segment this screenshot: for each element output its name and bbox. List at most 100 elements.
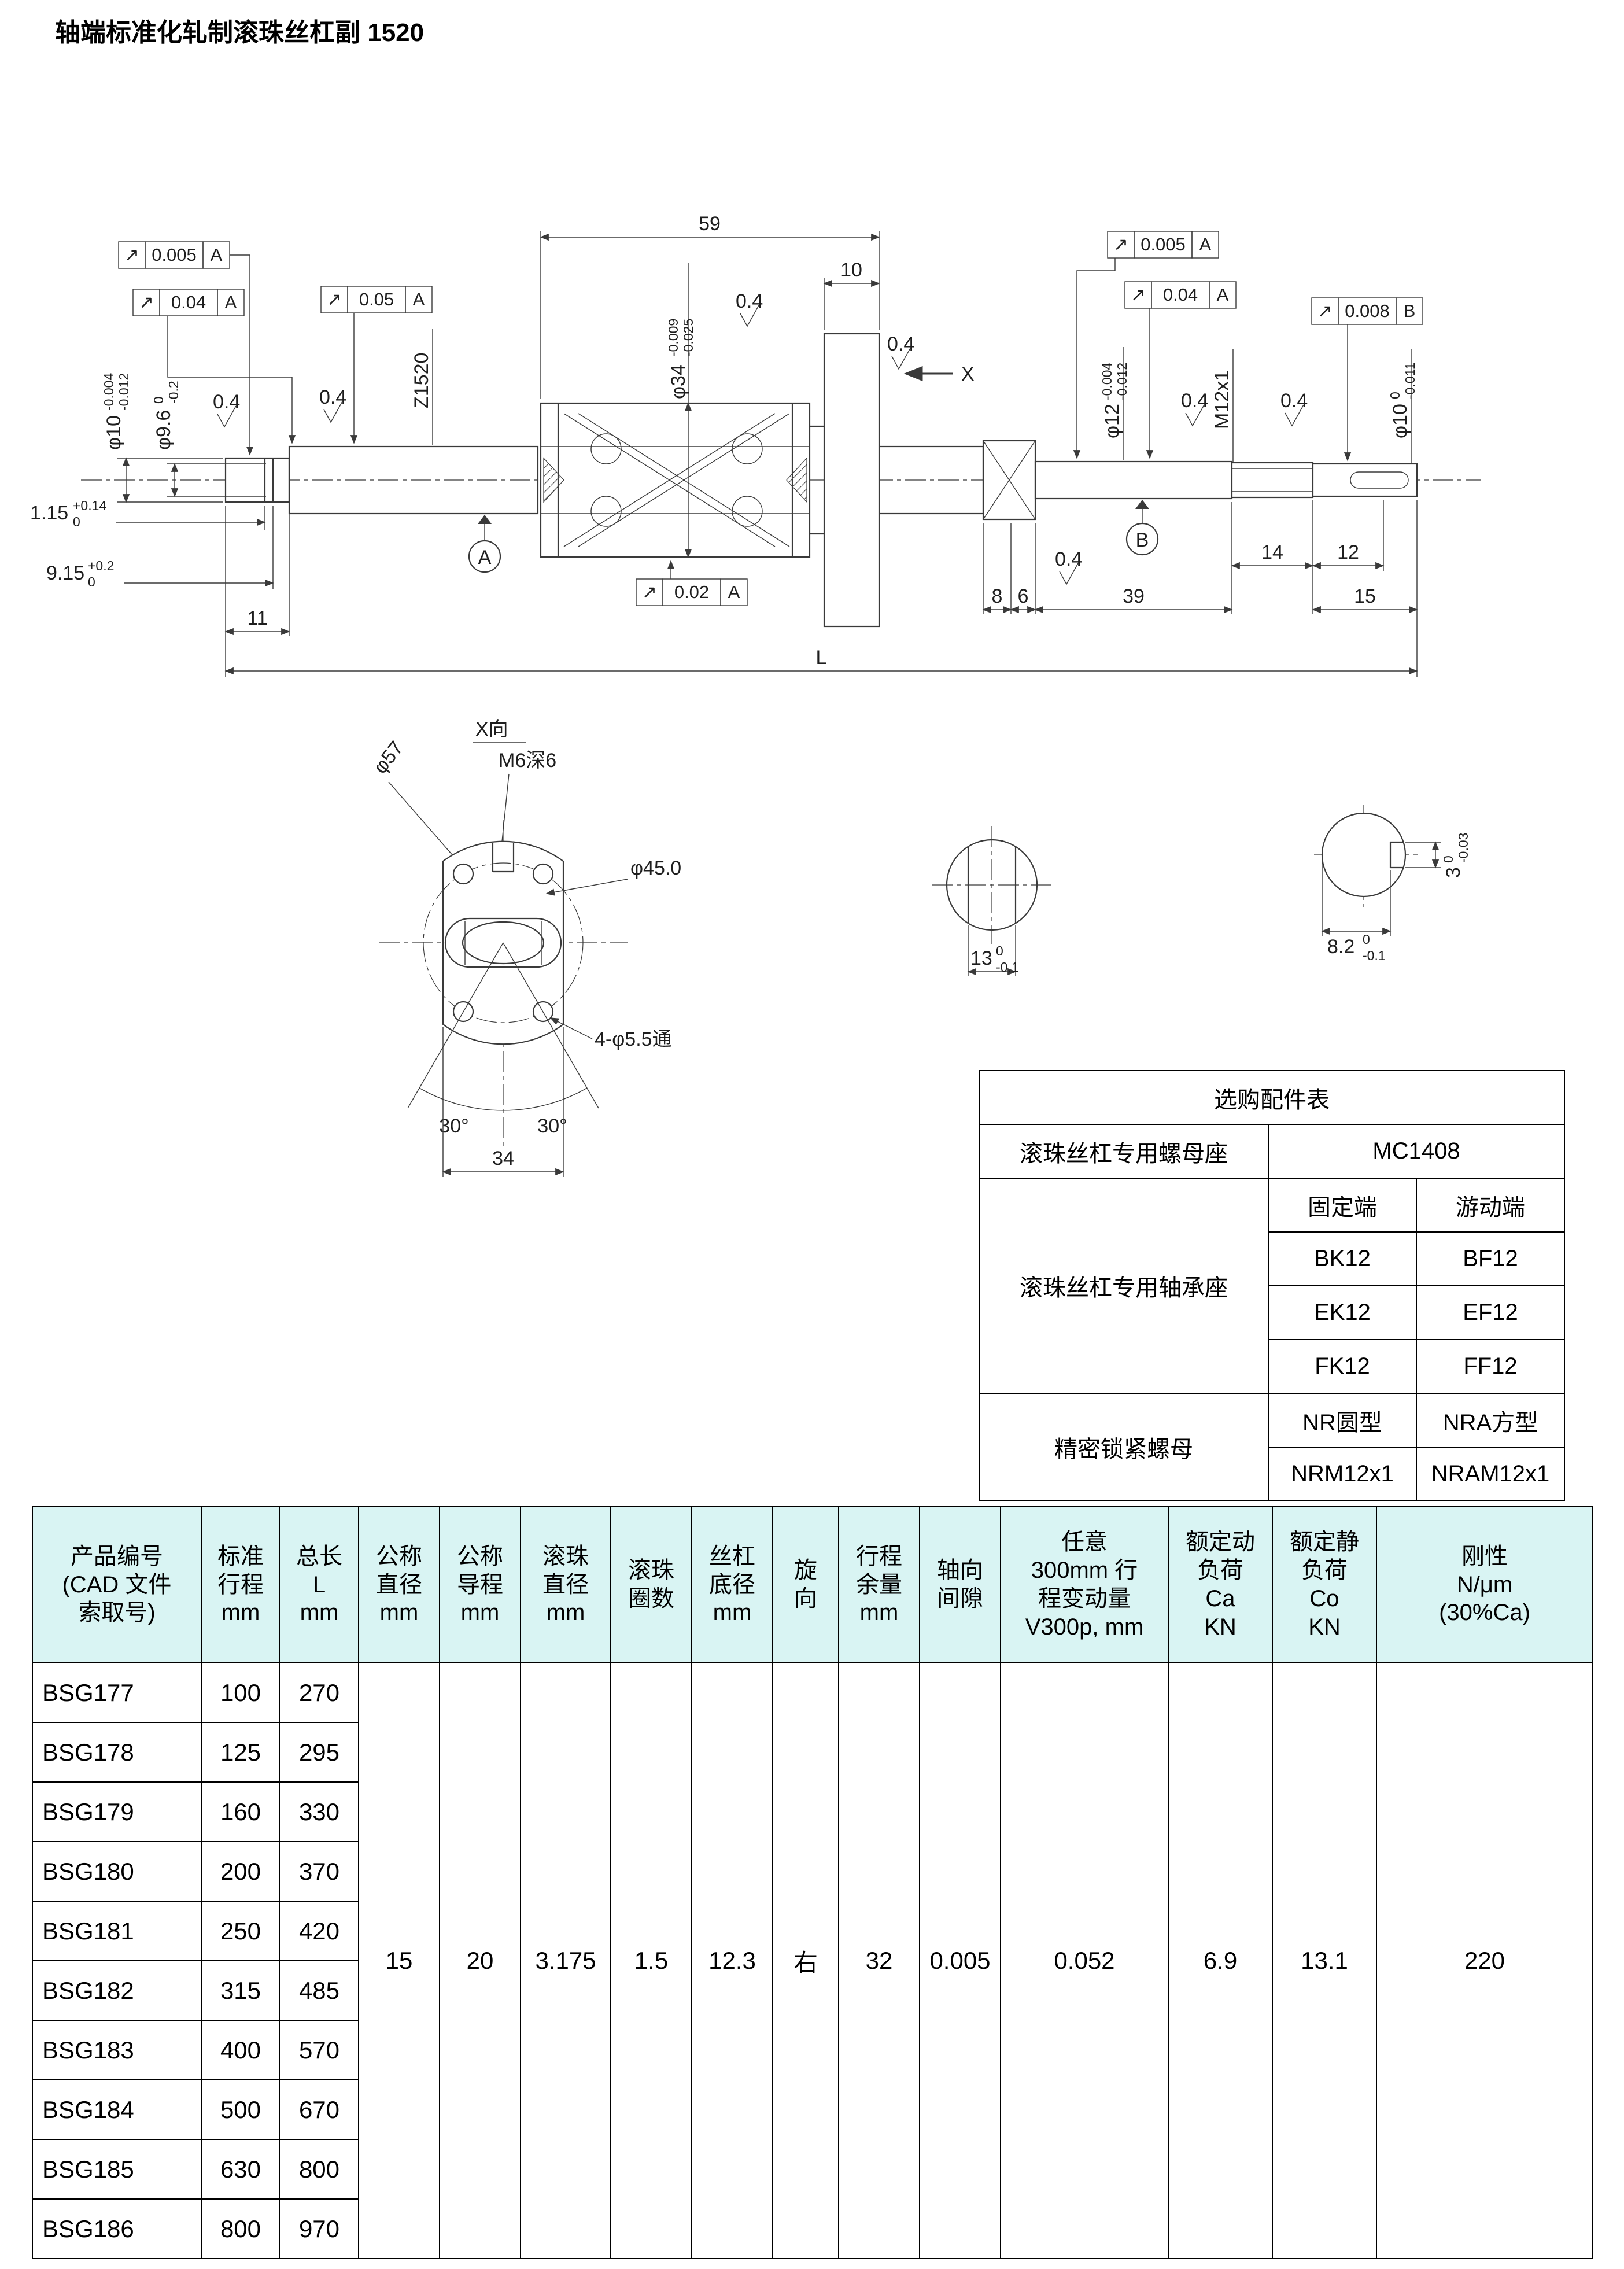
dim-12: 12 (1337, 541, 1359, 563)
length-value: 420 (279, 1901, 359, 1961)
dim-left-journal-dia: φ10 -0.004 -0.012 (101, 373, 131, 450)
svg-text:3: 3 (1442, 867, 1464, 878)
dim-left-journal-length: 11 (247, 607, 267, 629)
svg-text:0.005: 0.005 (1141, 234, 1186, 254)
stroke-value: 125 (201, 1722, 280, 1783)
left-journal (224, 457, 290, 503)
svg-text:φ9.6: φ9.6 (153, 410, 175, 450)
dim-bearing-journal-dia: φ12 -0.004 -0.012 (1099, 363, 1130, 438)
col-v300p: 任意 300mm 行 程变动量 V300p, mm (1000, 1506, 1169, 1663)
label-outer-dia: φ57 (369, 737, 408, 778)
svg-text:A: A (211, 245, 223, 265)
svg-text:+0.14: +0.14 (73, 498, 106, 513)
bearing-seat-label: 滚珠丝杠专用轴承座 (979, 1178, 1269, 1394)
svg-text:0: 0 (88, 574, 95, 589)
dim-8: 8 (992, 585, 1003, 607)
product-table: 产品编号 (CAD 文件 索取号) 标准 行程 mm 总长 L mm 公称 直径… (32, 1506, 1593, 2259)
shared-nominal-lead: 20 (439, 1662, 521, 2259)
gdt-frame-4: ↗ 0.005 A (1073, 231, 1219, 459)
ball-nut (540, 333, 880, 628)
col-root-dia: 丝杠 底径 mm (691, 1506, 773, 1663)
page-title: 轴端标准化轧制滚珠丝杠副 1520 (55, 19, 425, 47)
svg-text:φ34: φ34 (667, 364, 689, 399)
roughness-value: 0.4 (887, 333, 914, 355)
bearing-seat-cell: EF12 (1416, 1285, 1565, 1340)
svg-text:X: X (961, 363, 975, 385)
svg-text:A: A (1217, 285, 1229, 305)
svg-text:-0.2: -0.2 (166, 381, 181, 404)
flange-view-title: X向 (475, 718, 508, 740)
roughness-value: 0.4 (319, 386, 346, 408)
keyway (1350, 471, 1409, 489)
locknut-label: 精密锁紧螺母 (979, 1393, 1269, 1501)
length-value: 485 (279, 1960, 359, 2021)
nut-housing-label: 滚珠丝杠专用螺母座 (979, 1124, 1269, 1179)
label-holes: 4-φ5.5通 (595, 1028, 672, 1050)
bolt-hole (452, 863, 474, 885)
product-code: BSG185 (32, 2139, 202, 2200)
gdt-frame-0: ↗ 0.005 A (118, 241, 254, 456)
stroke-value: 800 (201, 2198, 280, 2259)
col-ball-circuits: 滚珠 圈数 (610, 1506, 692, 1663)
dim-flange-thickness: 10 (840, 259, 862, 281)
section-keyway: 8.2 0 -0.1 3 0 -0.03 (1314, 805, 1471, 963)
length-value: 330 (279, 1781, 359, 1842)
bearing-seat-cell: FF12 (1416, 1339, 1565, 1394)
ball-circuit-circle (732, 433, 763, 464)
col-static-load: 额定静 负荷 Co KN (1272, 1506, 1377, 1663)
bolt-hole (532, 863, 554, 885)
col-total-length: 总长 L mm (279, 1506, 359, 1663)
svg-text:M12x1: M12x1 (1211, 370, 1233, 429)
svg-text:-0.03: -0.03 (1456, 833, 1471, 863)
angle-right: 30° (537, 1115, 567, 1137)
product-code: BSG178 (32, 1722, 202, 1783)
gdt-frame-3: ↗ 0.02 A (636, 560, 748, 606)
fixed-end-header: 固定端 (1268, 1178, 1417, 1233)
locknut-cell: NRAM12x1 (1416, 1447, 1565, 1501)
nut-housing-value: MC1408 (1268, 1124, 1565, 1179)
svg-text:0: 0 (73, 514, 80, 529)
shared-ball-dia: 3.175 (520, 1662, 611, 2259)
svg-text:B: B (1404, 301, 1416, 321)
table-row: BSG177 100 270 15 20 3.175 1.5 12.3 右 32… (32, 1662, 1593, 2259)
stroke-value: 100 (201, 1662, 280, 1723)
label-bolt-circle-dia: φ45.0 (630, 857, 681, 879)
product-table-header-row: 产品编号 (CAD 文件 索取号) 标准 行程 mm 总长 L mm 公称 直径… (32, 1506, 1593, 1663)
bearing-seat-cell: BK12 (1268, 1231, 1417, 1286)
ball-circuit-circle (590, 496, 622, 527)
svg-text:A: A (478, 547, 492, 569)
product-code: BSG181 (32, 1901, 202, 1961)
dim-groove-width: 1.15 (30, 502, 68, 524)
svg-text:0.04: 0.04 (171, 292, 206, 312)
stroke-value: 200 (201, 1841, 280, 1902)
shared-rigidity: 220 (1376, 1662, 1593, 2259)
svg-text:0: 0 (151, 396, 166, 404)
length-value: 370 (279, 1841, 359, 1902)
col-ball-dia: 滚珠 直径 mm (520, 1506, 611, 1663)
table-row: BSG182 315 485 (32, 1960, 1593, 2021)
svg-text:0: 0 (1387, 392, 1402, 399)
svg-text:A: A (225, 292, 237, 312)
table-row: BSG186 800 970 (32, 2198, 1593, 2259)
dim-end-journal-dia: φ10 0 -0.011 (1387, 362, 1418, 438)
dim-nut-length: 59 (699, 213, 721, 235)
product-code: BSG179 (32, 1781, 202, 1842)
dim-groove-dia: φ9.6 0 -0.2 (151, 381, 181, 450)
stroke-value: 500 (201, 2079, 280, 2140)
table-row: BSG185 630 800 (32, 2139, 1593, 2200)
svg-text:↗: ↗ (642, 582, 657, 602)
length-value: 800 (279, 2139, 359, 2200)
svg-text:↗: ↗ (124, 245, 139, 265)
dimensions: 59 10 11 L 8 6 39 15 (30, 213, 1418, 677)
roughness-value: 0.4 (1181, 390, 1208, 412)
dim-15: 15 (1354, 585, 1376, 607)
stroke-value: 160 (201, 1781, 280, 1842)
table-row: BSG178 125 295 (32, 1722, 1593, 1783)
svg-text:B: B (1136, 529, 1149, 551)
svg-text:φ10: φ10 (103, 415, 125, 450)
svg-text:0: 0 (996, 943, 1003, 958)
gdt-frame-6: ↗ 0.008 B (1311, 297, 1423, 462)
dim-nut-pilot-dia: φ34 -0.009 -0.025 (666, 319, 696, 399)
svg-text:0: 0 (1441, 855, 1456, 863)
dim-39: 39 (1123, 585, 1145, 607)
